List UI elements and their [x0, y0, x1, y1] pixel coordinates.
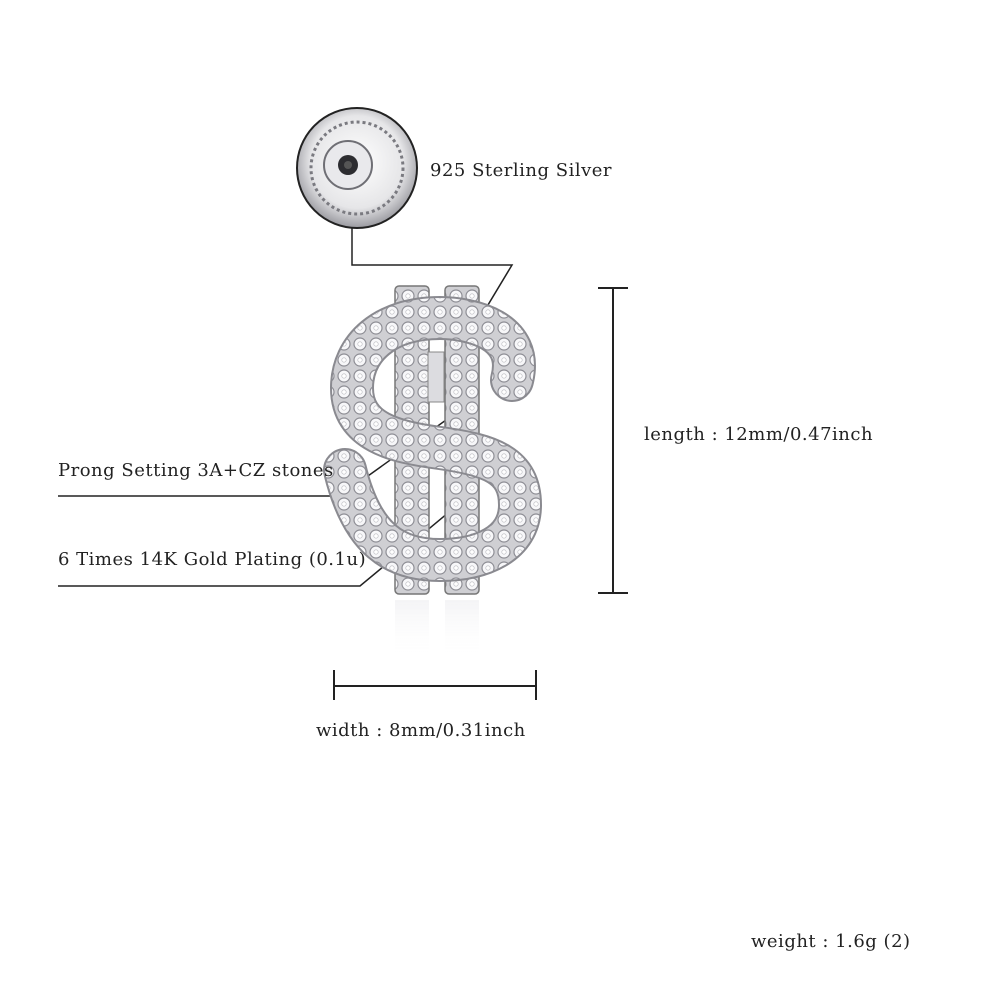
material-label: 925 Sterling Silver: [430, 160, 613, 181]
screw-back-closeup-icon: [296, 107, 418, 229]
width-dimension-line: [333, 670, 537, 700]
length-dimension-line: [598, 287, 628, 594]
weight-label: weight : 1.6g (2): [751, 931, 911, 952]
dollar-sign-pendant-icon: [323, 285, 543, 595]
width-label: width : 8mm/0.31inch: [316, 720, 526, 741]
pendant-reflection: [395, 600, 479, 660]
length-label: length : 12mm/0.47inch: [644, 424, 874, 445]
plating-label: 6 Times 14K Gold Plating (0.1u): [58, 549, 367, 570]
setting-label: Prong Setting 3A+CZ stones: [58, 460, 334, 481]
